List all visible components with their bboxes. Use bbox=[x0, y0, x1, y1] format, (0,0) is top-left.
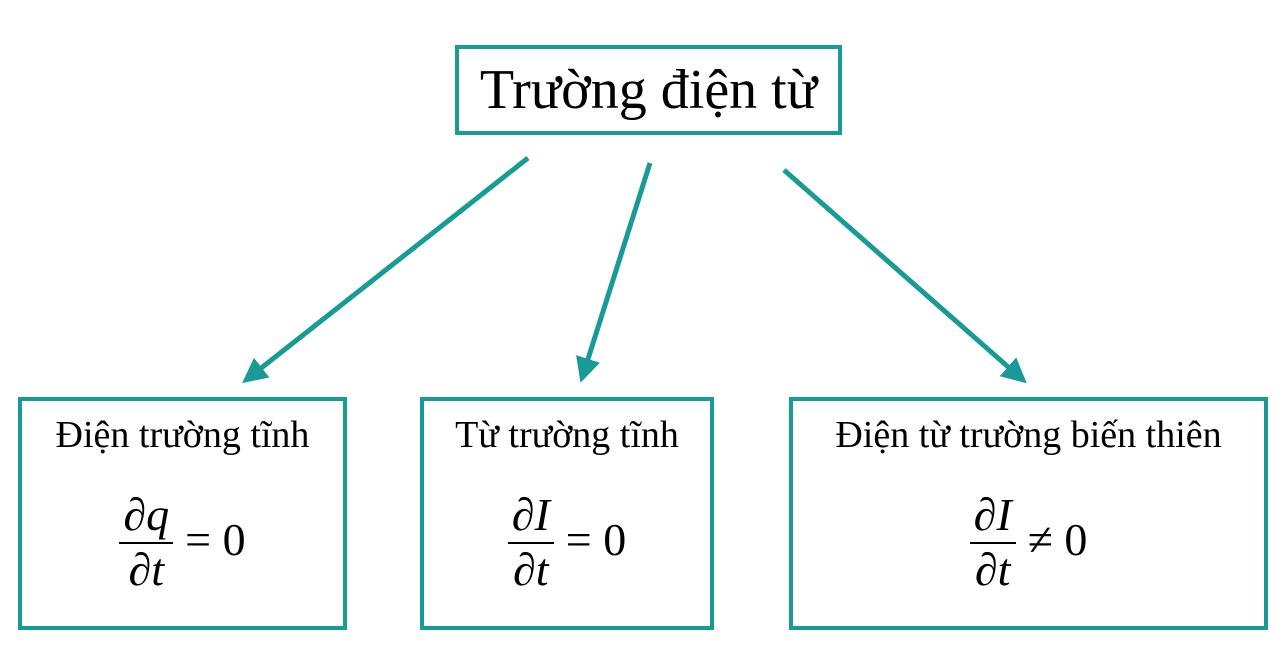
numerator: ∂I bbox=[507, 489, 554, 544]
formula: ∂q ∂t = 0 bbox=[22, 489, 343, 597]
card-electrostatic: Điện trường tĩnh ∂q ∂t = 0 bbox=[18, 397, 347, 630]
arrow-to-electrostatic bbox=[242, 156, 530, 384]
denominator: ∂t bbox=[974, 543, 1011, 595]
relation: = 0 bbox=[565, 514, 627, 566]
card-varying-field: Điện từ trường biến thiên ∂I ∂t ≠ 0 bbox=[789, 397, 1268, 630]
card-label: Điện từ trường biến thiên bbox=[835, 414, 1222, 456]
arrow-to-varying-field bbox=[782, 168, 1027, 384]
formula: ∂I ∂t ≠ 0 bbox=[793, 489, 1264, 597]
card-label: Từ trường tĩnh bbox=[455, 414, 679, 456]
relation: = 0 bbox=[185, 514, 246, 566]
numerator: ∂I bbox=[969, 489, 1016, 544]
formula: ∂I ∂t = 0 bbox=[424, 489, 710, 597]
root-node: Trường điện từ bbox=[455, 45, 842, 135]
relation: ≠ 0 bbox=[1027, 514, 1088, 566]
card-label: Điện trường tĩnh bbox=[55, 414, 310, 456]
root-title: Trường điện từ bbox=[479, 59, 818, 121]
denominator: ∂t bbox=[128, 543, 165, 595]
arrow-to-magnetostatic bbox=[576, 162, 653, 383]
fraction: ∂I ∂t bbox=[969, 489, 1016, 597]
fraction: ∂q ∂t bbox=[119, 489, 174, 597]
denominator: ∂t bbox=[513, 543, 549, 595]
card-magnetostatic: Từ trường tĩnh ∂I ∂t = 0 bbox=[420, 397, 714, 630]
fraction: ∂I ∂t bbox=[507, 489, 554, 597]
numerator: ∂q bbox=[119, 489, 174, 544]
